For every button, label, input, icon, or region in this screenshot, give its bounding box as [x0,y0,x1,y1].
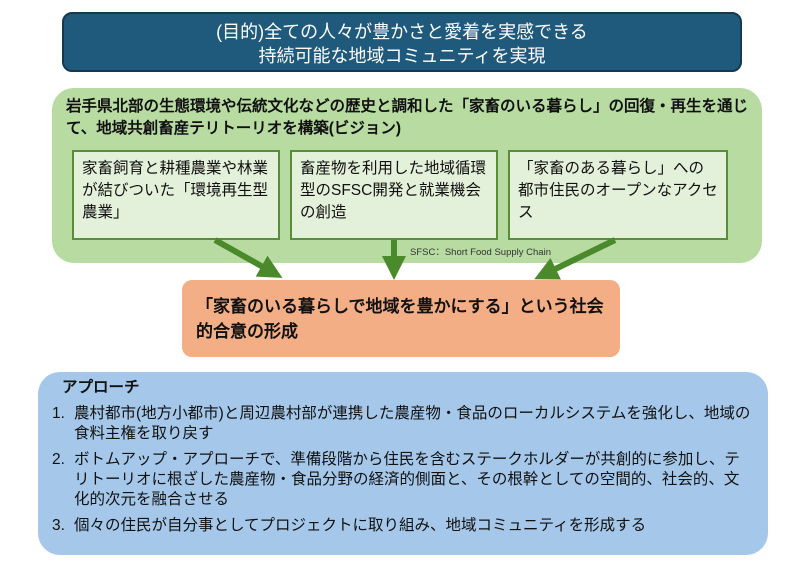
arrow-left [213,237,283,278]
arrow-right [534,237,617,280]
item-text: 個々の住民が自分事としてプロジェクトに取り組み、地域コミュニティを形成する [74,517,647,534]
item-text: ボトムアップ・アプローチで、準備段階から住民を含むステークホルダーが共創的に参加… [74,451,740,508]
purpose-box: (目的)全ての人々が豊かさと愛着を実感できる 持続可能な地域コミュニティを実現 [62,12,742,72]
vision-text: 岩手県北部の生態環境や伝統文化などの歴史と調和した「家畜のいる暮らし」の回復・再… [66,98,749,137]
item-number: 1. [52,405,65,422]
item-number: 3. [52,517,65,534]
item-number: 2. [52,451,65,468]
vision-card-2: 畜産物を利用した地域循環型のSFSC開発と就業機会の創造 [290,150,498,240]
vision-card-3: 「家畜のある暮らし」への都市住民のオープンなアクセス [508,150,728,240]
vision-card-1: 家畜飼育と耕種農業や林業が結びついた「環境再生型農業」 [72,150,280,240]
purpose-line-2: 持続可能な地域コミュニティを実現 [258,46,546,66]
approach-item: 3. 個々の住民が自分事としてプロジェクトに取り組み、地域コミュニティを形成する [52,516,754,536]
goal-box: 「家畜のいる暮らしで地域を豊かにする」という社会的合意の形成 [182,280,620,357]
sfsc-note: SFSC：Short Food Supply Chain [410,247,551,258]
item-text: 農村都市(地方小都市)と周辺農村部が連携した農産物・食品のローカルシステムを強化… [74,405,751,442]
approach-item: 1. 農村都市(地方小都市)と周辺農村部が連携した農産物・食品のローカルシステムを… [52,404,754,444]
approach-item: 2. ボトムアップ・アプローチで、準備段階から住民を含むステークホルダーが共創的に… [52,450,754,510]
approach-box: アプローチ 1. 農村都市(地方小都市)と周辺農村部が連携した農産物・食品のローカ… [38,372,768,555]
purpose-line-1: (目的)全ての人々が豊かさと愛着を実感できる [216,22,588,42]
approach-title: アプローチ [62,379,140,396]
